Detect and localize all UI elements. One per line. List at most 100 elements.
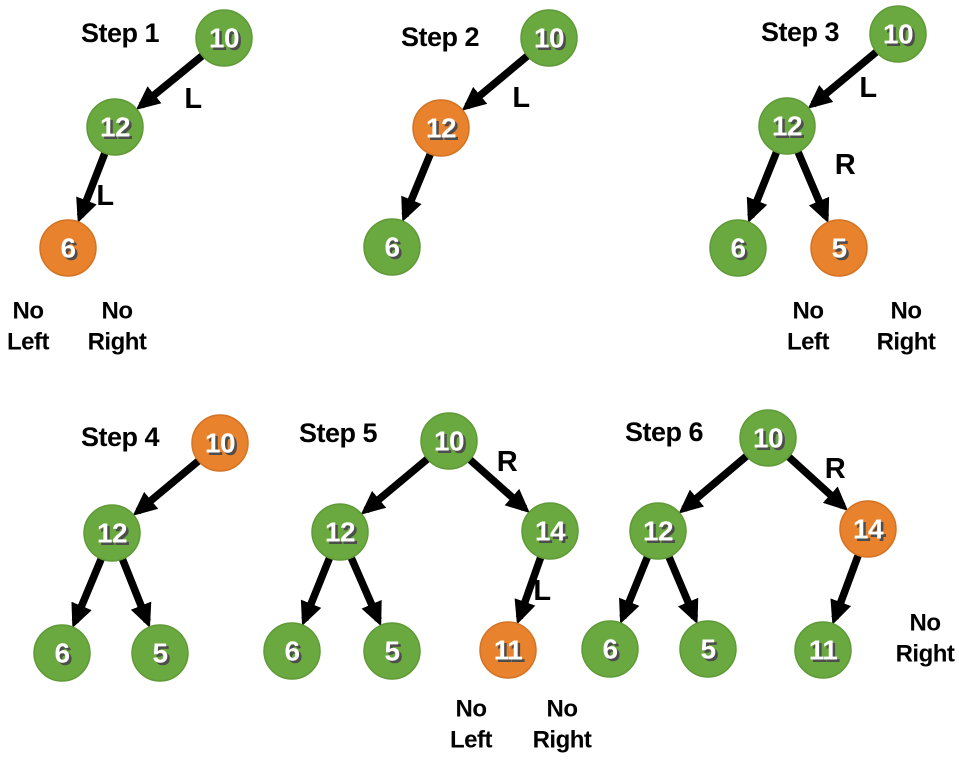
tree-node-12 (83, 504, 141, 562)
tree-node-12 (629, 502, 687, 560)
edge-arrow-12-to-5 (346, 554, 382, 627)
annotation-no-left-line1: No (456, 696, 487, 723)
edge-arrow-12-to-6 (71, 555, 106, 629)
edge-label-r: R (497, 446, 518, 478)
annotation-no-left-line2: Left (787, 329, 830, 356)
tree-node-6 (363, 218, 421, 276)
tree-node-10 (420, 412, 478, 470)
tree-node-14 (839, 500, 897, 558)
node-value-shadow: 12 (99, 520, 129, 551)
edge-arrow-12-to-5 (118, 555, 152, 628)
tree-node-10 (869, 5, 927, 63)
annotation-no-right-line2: Right (533, 727, 592, 754)
tree-node-5 (131, 624, 189, 682)
node-value-shadow: 6 (287, 638, 302, 669)
node-value-shadow: 12 (428, 115, 458, 146)
tree-node-12 (412, 99, 470, 157)
node-value: 5 (700, 634, 715, 665)
node-value-shadow: 12 (102, 114, 132, 145)
edge-arrow-10-to-14 (784, 452, 849, 511)
node-value-shadow: 5 (703, 636, 718, 667)
node-value-shadow: 14 (855, 516, 886, 547)
node-value: 12 (97, 518, 127, 549)
node-value: 6 (730, 233, 745, 264)
annotation-no-left-line1: No (793, 298, 824, 325)
edge-arrow-14-to-11 (514, 554, 545, 625)
edge-label-l: L (512, 82, 529, 114)
node-value: 6 (602, 634, 617, 665)
node-value-shadow: 11 (811, 637, 840, 668)
edge-arrow-12-to-6 (746, 148, 781, 223)
node-value: 12 (426, 113, 456, 144)
node-value: 10 (534, 23, 564, 54)
tree-node-6 (39, 219, 97, 277)
annotation-no-left-line2: Left (7, 329, 50, 356)
edge-arrow-10-to-12 (135, 51, 207, 110)
node-value-shadow: 6 (733, 235, 748, 266)
tree-node-10 (520, 9, 578, 67)
annotation-no-right-line2: Right (877, 329, 936, 356)
tree-node-11 (794, 621, 852, 679)
node-value: 11 (494, 635, 523, 666)
tree-node-10 (191, 414, 249, 472)
node-value-shadow: 5 (834, 235, 849, 266)
tree-node-6 (33, 624, 91, 682)
node-value: 10 (434, 426, 464, 457)
annotation-no-right-line1: No (547, 696, 578, 723)
node-value: 6 (60, 233, 75, 264)
edge-label-l: L (96, 180, 113, 212)
node-value: 5 (384, 636, 399, 667)
step-title-5: Step 5 (299, 418, 378, 448)
node-value: 12 (643, 516, 673, 547)
step-title-6: Step 6 (625, 417, 704, 447)
annotation-no-right-line2: Right (896, 641, 955, 668)
node-value-shadow: 10 (207, 430, 237, 461)
node-value: 6 (284, 636, 299, 667)
node-value-shadow: 12 (327, 519, 357, 550)
edge-label-l: L (184, 83, 201, 115)
node-value: 12 (325, 517, 355, 548)
tree-node-6 (709, 219, 767, 277)
node-value-shadow: 11 (496, 637, 525, 668)
node-value-shadow: 14 (537, 518, 568, 549)
node-value: 10 (205, 428, 235, 459)
node-value-shadow: 6 (63, 235, 78, 266)
node-value-shadow: 6 (605, 636, 620, 667)
node-value: 5 (152, 638, 167, 669)
edge-label-l: L (533, 575, 550, 607)
tree-node-10 (195, 9, 253, 67)
node-value-shadow: 5 (155, 640, 170, 671)
node-value-shadow: 10 (536, 25, 566, 56)
edge-arrow-10-to-12 (678, 451, 751, 514)
node-value: 14 (853, 514, 884, 545)
tree-node-11 (479, 621, 537, 679)
step-title-2: Step 2 (401, 22, 479, 52)
edge-arrow-10-to-12 (132, 456, 203, 516)
edge-arrow-10-to-12 (360, 454, 432, 515)
edge-arrow-10-to-12 (461, 51, 532, 111)
tree-node-14 (521, 502, 579, 560)
node-value-shadow: 12 (774, 113, 804, 144)
node-value: 12 (100, 112, 130, 143)
tree-node-10 (739, 409, 797, 467)
edge-arrow-12-to-6 (619, 553, 652, 624)
edge-label-l: L (859, 72, 876, 104)
edge-label-r: R (835, 149, 856, 181)
node-value-shadow: 10 (436, 428, 466, 459)
step-title-1: Step 1 (81, 18, 160, 48)
annotation-no-right-line1: No (102, 298, 133, 325)
node-value: 14 (535, 516, 566, 547)
node-value-shadow: 6 (387, 234, 402, 265)
tree-node-5 (363, 622, 421, 680)
node-value: 5 (831, 233, 846, 264)
node-value-shadow: 10 (211, 25, 241, 56)
tree-node-5 (679, 620, 737, 678)
node-value: 12 (772, 111, 802, 142)
